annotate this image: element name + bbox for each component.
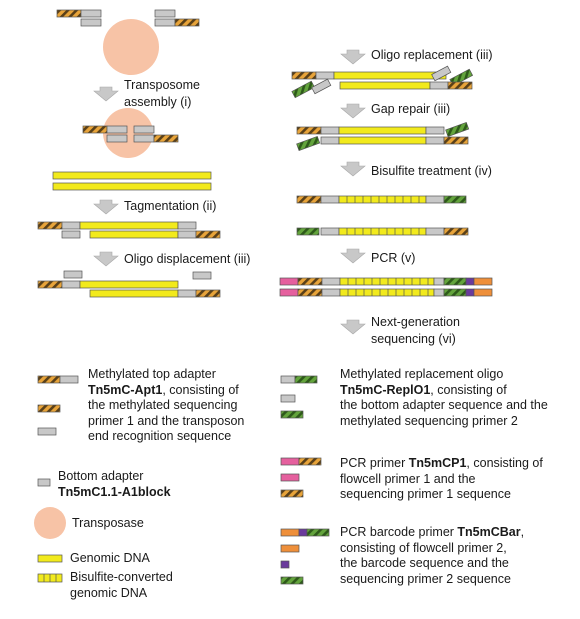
genomic-dna [52,171,212,191]
legend-bisulfite-line2: genomic DNA [70,585,148,600]
bisulfite-fragment-top [296,195,467,204]
step-ngs-line2: sequencing (vi) [371,332,456,346]
legend-bar-symbol [280,528,330,585]
legend-apt1-text: Methylated top adapter Tn5mC-Apt1, consi… [88,367,273,445]
legend-replo1-line4: methylated sequencing primer 2 [340,413,518,428]
legend-replo1-symbol [280,375,318,419]
legend-replo1-text: Methylated replacement oligo Tn5mC-ReplO… [340,367,576,429]
arrow-down-icon [340,103,366,119]
legend-replo1-line2: Tn5mC-ReplO1, consisting of [340,383,576,399]
legend-bar-prefix: PCR barcode primer [340,525,458,539]
legend-bisulfite-text: Bisulfite-converted genomic DNA [70,570,173,601]
transposase-circle [103,19,159,75]
legend-bar-line4: sequencing primer 2 sequence [340,571,511,586]
legend-transposase-text: Transposase [72,516,144,530]
arrow-down-icon [93,199,119,215]
legend-cp1-symbol [280,457,322,498]
legend-bottom-name: Tn5mC1.1-A1block [58,484,171,499]
step-bisulfite: Bisulfite treatment (iv) [371,164,492,178]
legend-cp1-line3: sequencing primer 1 sequence [340,487,511,501]
arrow-down-icon [93,86,119,102]
legend-replo1-name: Tn5mC-ReplO1 [340,382,431,397]
legend-cp1-text: PCR primer Tn5mCP1, consisting of flowce… [340,456,576,503]
arrow-down-icon [340,49,366,65]
legend-bottom-text: Bottom adapter Tn5mC1.1-A1block [58,469,258,500]
legend-bar-line2: consisting of flowcell primer 2, [340,540,507,555]
arrow-down-icon [93,251,119,267]
step-pcr: PCR (v) [371,251,415,265]
legend-replo1-line1: Methylated replacement oligo [340,367,504,381]
legend-apt1-line5: end recognition sequence [88,429,232,443]
legend-apt1-line2: Tn5mC-Apt1, consisting of [88,383,273,399]
step-oligo-displacement: Oligo displacement (iii) [124,252,250,266]
transposome [82,108,179,158]
legend-bottom-adapter-symbol [37,478,51,487]
replacement-fragments [291,65,474,99]
tagmented-fragments [37,221,221,239]
legend-replo1-line2-rest: , consisting of [430,382,507,397]
legend-apt1-symbol [37,375,79,436]
legend-cp1-line1: PCR primer Tn5mCP1, consisting of [340,456,576,472]
gap-repaired-fragments [296,121,470,151]
legend-cp1-name: Tn5mCP1 [408,456,467,470]
step-gap-repair: Gap repair (iii) [371,102,450,116]
legend-apt1-line2-rest: , consisting of [162,382,239,397]
legend-bar-line1: PCR barcode primer Tn5mCBar, [340,525,576,541]
bisulfite-fragment-bottom [296,227,469,236]
legend-genomic-symbol [37,554,63,563]
arrow-down-icon [340,248,366,264]
step-assembly-line2: assembly (i) [124,95,191,109]
legend-bar-text: PCR barcode primer Tn5mCBar, consisting … [340,525,576,587]
pcr-product-bottom [279,288,493,297]
legend-cp1-prefix: PCR primer [340,456,409,470]
legend-cp1-line1-rest: , consisting of [466,456,543,470]
legend-apt1-line3: the methylated sequencing [88,398,238,412]
legend-apt1-line4: primer 1 and the transposon [88,413,245,428]
step-tagmentation: Tagmentation (ii) [124,199,216,213]
legend-bar-name: Tn5mCBar [457,525,521,539]
legend-bar-line1-rest: , [520,525,525,539]
legend-bisulfite-line1: Bisulfite-converted [70,570,173,584]
step-oligo-replacement: Oligo replacement (iii) [371,48,493,62]
legend-cp1-line2: flowcell primer 1 and the [340,471,476,486]
step-ngs-line1: Next-generation [371,315,460,329]
legend-bottom-line1: Bottom adapter [58,469,144,483]
step-assembly-line1: Transposome [124,78,200,92]
legend-transposase-symbol [34,507,66,539]
legend-apt1-name: Tn5mC-Apt1 [88,382,163,397]
arrow-down-icon [340,319,366,335]
legend-bisulfite-symbol [37,573,63,583]
pcr-product-top [279,277,493,286]
legend-genomic-text: Genomic DNA [70,551,150,565]
free-adapters [56,9,200,27]
displaced-fragments [37,270,221,298]
legend-replo1-line3: the bottom adapter sequence and the [340,398,548,412]
arrow-down-icon [340,161,366,177]
legend-bar-line3: the barcode sequence and the [340,556,509,570]
legend-apt1-line1: Methylated top adapter [88,367,216,381]
